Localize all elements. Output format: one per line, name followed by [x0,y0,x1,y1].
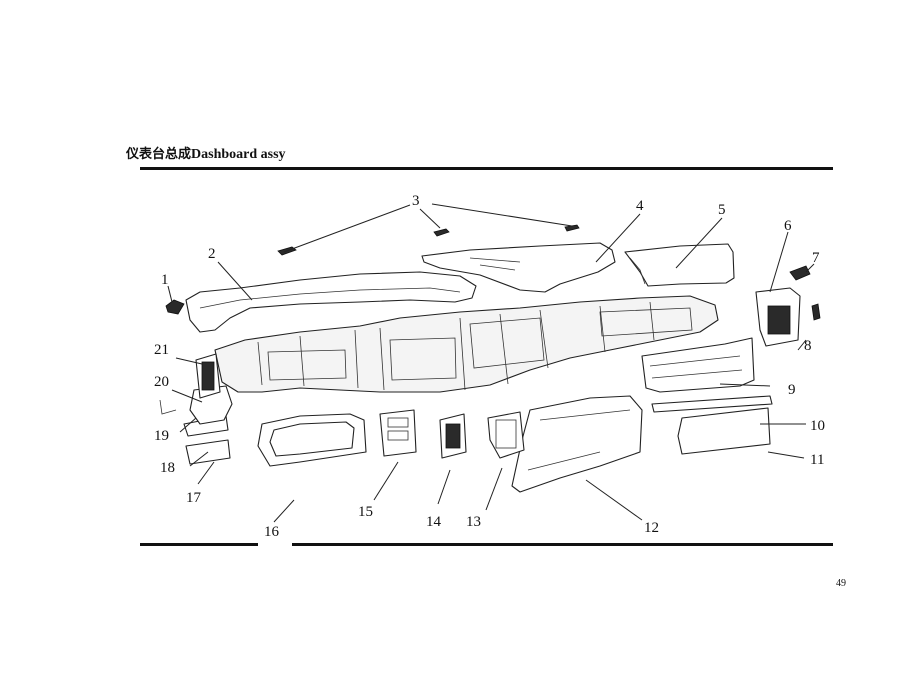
part-5-top-cover [624,243,735,287]
callout-3: 3 [412,193,420,209]
callout-21: 21 [154,342,169,358]
callout-9: 9 [788,382,796,398]
callout-10: 10 [810,418,825,434]
part-10-glovebox-lid [651,395,773,413]
part-15-center-bezel [379,409,417,457]
part-7-knob [789,265,821,321]
callout-13: 13 [466,514,481,530]
part-4-top-cover [421,242,616,293]
part-19-trim [159,399,177,415]
callout-20: 20 [154,374,169,390]
callout-11: 11 [810,452,824,468]
callout-7: 7 [812,250,820,266]
callout-14: 14 [426,514,442,530]
callout-5: 5 [718,202,726,218]
page-number: 49 [836,578,846,589]
leader-lines [167,203,815,523]
part-14-center-vent [439,413,467,459]
part-16-cluster-bezel [257,413,367,467]
page-title-en: Dashboard assy [191,147,286,162]
footer-rule-right [292,543,833,546]
part-6-right-vent [755,287,801,347]
callout-12: 12 [644,520,659,536]
callout-numbers: 1 2 3 4 5 6 7 8 9 10 11 12 13 14 15 16 1… [154,193,825,540]
dashboard-main-frame [214,295,719,393]
callout-17: 17 [186,490,202,506]
callout-2: 2 [208,246,216,262]
callout-1: 1 [161,272,169,288]
part-1-side-vent [165,299,185,315]
callout-15: 15 [358,504,373,520]
callout-4: 4 [636,198,644,214]
part-21-left-vent [195,353,221,399]
part-11-glovebox [677,407,771,455]
part-13-switch-panel [487,411,525,459]
footer-rule-left [140,543,258,546]
part-12-lower-panel [511,395,643,493]
part-9-bracket [641,337,755,393]
callout-8: 8 [804,338,812,354]
callout-16: 16 [264,524,280,540]
callout-6: 6 [784,218,792,234]
callout-19: 19 [154,428,169,444]
callout-18: 18 [160,460,175,476]
page-title: 仪表台总成Dashboard assy [126,143,286,163]
part-2-upper-pad [185,271,477,333]
header-rule [140,167,833,170]
page-title-cn: 仪表台总成 [126,147,192,162]
